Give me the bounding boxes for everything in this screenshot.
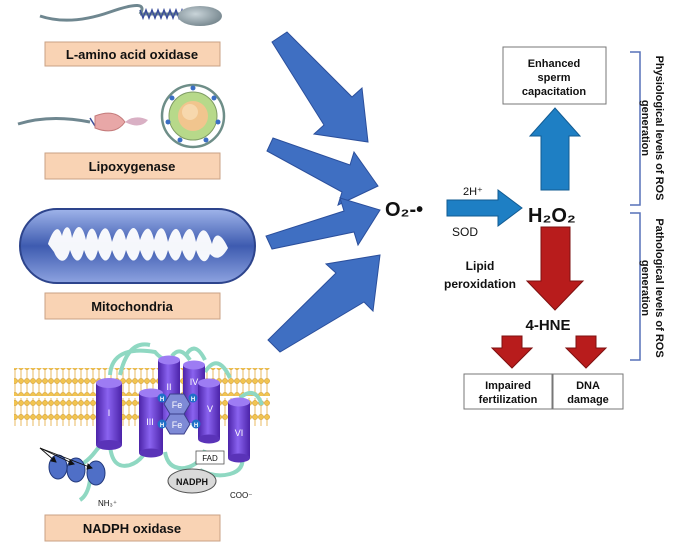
hne-label: 4-HNE bbox=[525, 317, 570, 334]
physiological-bracket bbox=[630, 51, 641, 206]
sperm-icon bbox=[39, 4, 222, 26]
svg-text:H: H bbox=[160, 397, 164, 403]
sperm-egg-icon bbox=[17, 83, 226, 149]
laao-label: L-amino acid oxidase bbox=[66, 47, 198, 62]
up-arrow-capacitation bbox=[528, 107, 582, 191]
arrow-to-impaired bbox=[490, 335, 534, 369]
helix-label-iv: IV bbox=[190, 377, 199, 387]
mito-label-box bbox=[44, 292, 221, 320]
nadph-ellipse bbox=[167, 468, 217, 494]
helix-label-vi: VI bbox=[235, 428, 244, 438]
helix-vi bbox=[228, 397, 250, 463]
arrow-from-nadph bbox=[267, 254, 381, 353]
heme-group-upper: Fe H H bbox=[157, 393, 198, 415]
svg-text:DNA: DNA bbox=[576, 380, 600, 392]
lipox-label: Lipoxygenase bbox=[89, 159, 176, 174]
cytosolic-subunits bbox=[39, 447, 106, 486]
mitochondria-icon bbox=[19, 208, 256, 284]
svg-text:Lipid: Lipid bbox=[466, 259, 495, 273]
svg-text:fertilization: fertilization bbox=[479, 394, 538, 406]
nh3-label: NH₃⁺ bbox=[98, 499, 117, 508]
nadph-oxidase-label-box bbox=[44, 514, 221, 542]
svg-text:capacitation: capacitation bbox=[522, 86, 586, 98]
svg-text:peroxidation: peroxidation bbox=[444, 277, 516, 291]
down-arrow-peroxidation bbox=[525, 226, 585, 311]
impaired-fertilization-box bbox=[463, 373, 553, 410]
physiological-text: Physiological levels of ROS bbox=[653, 56, 665, 201]
sod-label: SOD bbox=[452, 225, 478, 239]
pathological-text: Pathological levels of ROS bbox=[653, 218, 665, 357]
helix-label-i: I bbox=[108, 408, 111, 418]
lipox-label-box bbox=[44, 152, 221, 180]
converging-arrows bbox=[265, 31, 381, 353]
helix-i bbox=[96, 378, 122, 450]
svg-text:generation: generation bbox=[639, 100, 651, 157]
svg-text:Fe: Fe bbox=[172, 400, 183, 410]
svg-text:Physiological levels of ROS: Physiological levels of ROS bbox=[653, 56, 665, 201]
helix-label-v: V bbox=[207, 404, 213, 414]
fad-box bbox=[195, 450, 225, 465]
helix-label-ii: II bbox=[166, 382, 171, 392]
protons-label: 2H⁺ bbox=[463, 186, 483, 198]
capacitation-box bbox=[502, 46, 607, 105]
svg-text:Enhanced: Enhanced bbox=[528, 58, 581, 70]
sod-arrow bbox=[446, 189, 523, 227]
arrow-from-laao bbox=[271, 31, 369, 143]
svg-text:damage: damage bbox=[567, 394, 609, 406]
superoxide-label: O₂-• bbox=[385, 199, 423, 221]
svg-text:generation: generation bbox=[639, 260, 651, 317]
fad-label: FAD bbox=[202, 454, 218, 463]
arrow-from-lipox bbox=[266, 137, 379, 206]
nadph-oxidase-label: NADPH oxidase bbox=[83, 521, 181, 536]
heme-group-lower: Fe H H bbox=[157, 413, 201, 435]
mito-label: Mitochondria bbox=[91, 299, 173, 314]
svg-text:Pathological levels of ROS: Pathological levels of ROS bbox=[653, 218, 665, 357]
nadph-label: NADPH bbox=[176, 477, 208, 487]
laao-label-box bbox=[44, 41, 221, 67]
svg-text:H: H bbox=[191, 397, 195, 403]
helix-label-iii: III bbox=[146, 417, 154, 427]
svg-text:H: H bbox=[194, 423, 198, 429]
svg-text:H: H bbox=[160, 423, 164, 429]
arrow-to-dna bbox=[564, 335, 608, 369]
svg-text:sperm: sperm bbox=[537, 72, 570, 84]
dna-damage-box bbox=[552, 373, 624, 410]
h2o2-label: H₂O₂ bbox=[528, 205, 576, 227]
helix-v bbox=[198, 378, 220, 444]
pathological-bracket bbox=[630, 212, 641, 361]
svg-text:Fe: Fe bbox=[172, 420, 183, 430]
svg-text:Impaired: Impaired bbox=[485, 380, 531, 392]
arrow-from-mito bbox=[265, 197, 381, 250]
coo-label: COO⁻ bbox=[230, 491, 252, 500]
